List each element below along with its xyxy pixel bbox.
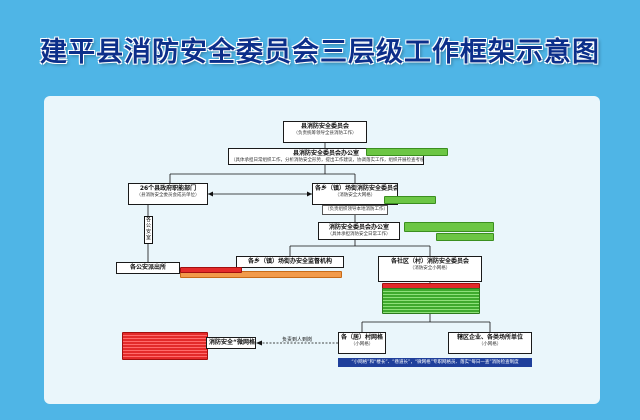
arrow-note: 负责到人到岗 xyxy=(282,337,313,343)
agency-bar-red xyxy=(180,267,242,273)
town-office-highlight-1 xyxy=(404,222,494,232)
town-office-highlight-2 xyxy=(436,233,494,241)
micro-grid-title: 消防安全“微网格” xyxy=(209,339,256,346)
town-office-title: 消防安全委员会办公室 xyxy=(328,224,389,231)
village-committee-subtitle: （消防安全小网格） xyxy=(409,266,451,271)
police-station-title: 各公安派出所 xyxy=(129,264,166,271)
grid-enterprise-title: 辖区企业、各类场所单位 xyxy=(456,334,523,341)
town-committee-node: 各乡（镇）场街消防安全委员会 （消防安全大网格） xyxy=(312,183,398,205)
town-committee-title: 各乡（镇）场街消防安全委员会 xyxy=(315,185,398,192)
town-committee-subtitle: （消防安全大网格） xyxy=(334,193,376,198)
depts-title: 26个县政府职能部门 xyxy=(139,185,197,192)
town-committee-desc: （负责组织领导本地消防工作） xyxy=(325,207,388,212)
county-committee-title: 县消防安全委员会 xyxy=(300,123,349,130)
grid-village-node: 各（居）村网格 （小网格） xyxy=(338,332,386,354)
county-office-title: 县消防安全委员会办公室 xyxy=(292,150,359,157)
county-committee-node: 县消防安全委员会 （负责统筹领导全县消防工作） xyxy=(283,121,367,143)
grid-village-title: 各（居）村网格 xyxy=(341,334,384,341)
village-bar-green-stack xyxy=(382,288,480,314)
town-office-desc: （具体承担消防安全日常工作） xyxy=(327,232,391,237)
town-agency-title: 各乡（镇）场街办安全监督机构 xyxy=(247,258,332,265)
grid-enterprise-node: 辖区企业、各类场所单位 （小网格） xyxy=(448,332,532,354)
town-office-node: 消防安全委员会办公室 （具体承担消防安全日常工作） xyxy=(318,222,400,240)
depts-subtitle: （县消防安全委员会成员单位） xyxy=(136,193,200,198)
grid-enterprise-subtitle: （小网格） xyxy=(478,342,502,347)
bottom-banner: “小网格”和“楼长”、“巷道长”，“微网格”专职网格员、落实“每日一查”消防检查… xyxy=(338,358,532,367)
town-committee-highlight xyxy=(384,196,436,204)
town-committee-desc-node: （负责组织领导本地消防工作） xyxy=(322,205,388,215)
county-committee-desc: （负责统筹领导全县消防工作） xyxy=(293,131,357,136)
police-station-node: 各公安派出所 xyxy=(116,262,180,274)
page-title: 建平县消防安全委员会三层级工作框架示意图 xyxy=(40,37,600,68)
town-agency-node: 各乡（镇）场街办安全监督机构 xyxy=(236,256,344,268)
county-office-highlight xyxy=(366,148,448,156)
depts-node: 26个县政府职能部门 （县消防安全委员会成员单位） xyxy=(128,183,208,205)
grid-village-subtitle: （小网格） xyxy=(350,342,374,347)
vertical-note: 各公安室 xyxy=(144,216,153,244)
village-committee-node: 各社区（村）消防安全委员会 （消防安全小网格） xyxy=(378,256,482,282)
agency-bar-orange xyxy=(180,271,342,278)
county-office-desc: （具体承担日常组织工作，分析消防安全形势，提出工作建议，协调落实工作，组织开展检… xyxy=(231,158,423,163)
micro-grid-red-block xyxy=(122,332,208,360)
village-committee-title: 各社区（村）消防安全委员会 xyxy=(390,258,469,265)
micro-grid-node: 消防安全“微网格” xyxy=(206,337,256,349)
